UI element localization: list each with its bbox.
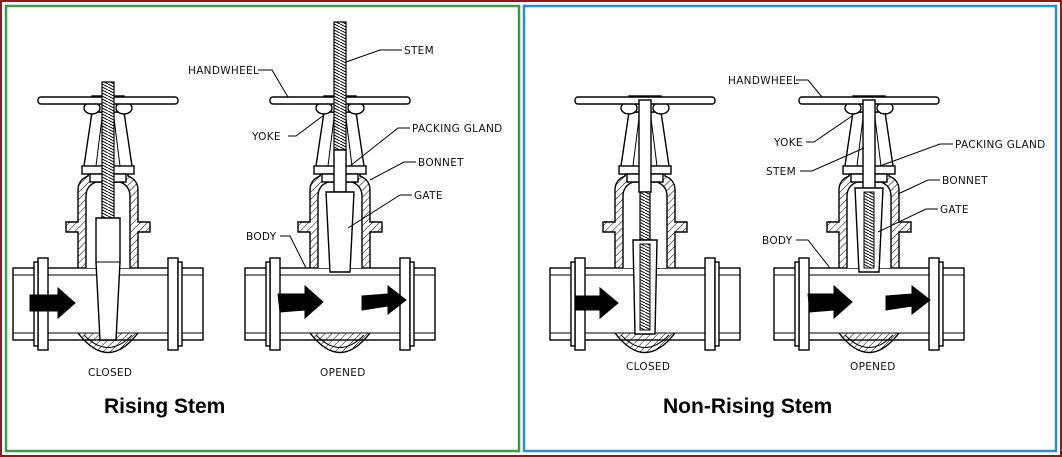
non-rising-labels: HANDWHEEL YOKE PACKING GLAND STEM BONNET… — [728, 75, 1046, 269]
label-stem: STEM — [404, 45, 434, 57]
non-rising-stem-panel — [522, 4, 1058, 453]
label-body: BODY — [246, 231, 277, 243]
label-handwheel: HANDWHEEL — [728, 75, 799, 87]
label-yoke: YOKE — [251, 131, 281, 143]
rising-closed-valve — [12, 81, 204, 354]
non-rising-closed-valve — [549, 95, 741, 354]
caption-non-rising-closed: CLOSED — [626, 361, 670, 373]
label-packing-gland: PACKING GLAND — [412, 123, 503, 135]
label-body: BODY — [762, 235, 793, 247]
label-yoke: YOKE — [773, 137, 803, 149]
rising-stem-panel — [4, 4, 521, 453]
caption-rising-opened: OPENED — [320, 367, 366, 379]
label-gate: GATE — [940, 204, 969, 216]
non-rising-opened-valve — [773, 95, 965, 354]
label-stem: STEM — [766, 166, 796, 178]
flow-arrow — [574, 286, 619, 320]
label-packing-gland: PACKING GLAND — [955, 139, 1046, 151]
caption-non-rising-opened: OPENED — [850, 361, 896, 373]
flow-arrow — [807, 284, 853, 320]
flow-arrow — [277, 284, 324, 320]
rising-opened-valve — [244, 21, 436, 354]
flow-arrow — [29, 286, 76, 320]
caption-rising-closed: CLOSED — [88, 367, 132, 379]
label-bonnet: BONNET — [942, 175, 988, 187]
title-non-rising-stem: Non-Rising Stem — [663, 395, 832, 418]
title-rising-stem: Rising Stem — [104, 395, 225, 418]
flow-arrow — [885, 284, 931, 316]
label-gate: GATE — [414, 190, 443, 202]
flow-arrow — [361, 284, 407, 316]
label-handwheel: HANDWHEEL — [188, 65, 259, 77]
label-bonnet: BONNET — [418, 157, 464, 169]
rising-labels: HANDWHEEL STEM YOKE PACKING GLAND BONNET… — [188, 45, 503, 269]
